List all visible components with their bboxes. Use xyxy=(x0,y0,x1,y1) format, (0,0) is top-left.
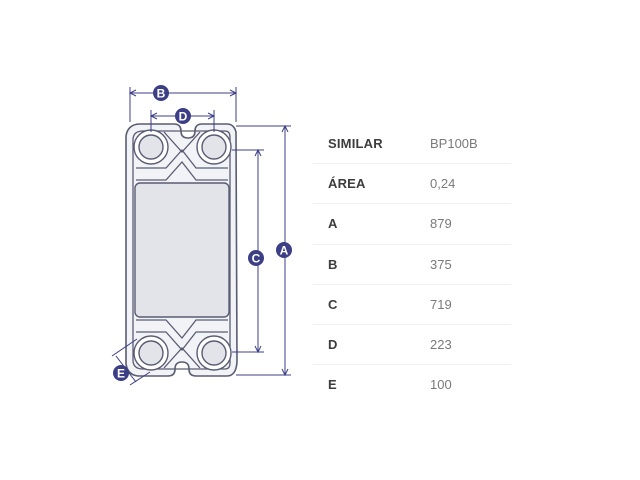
table-row: B 375 xyxy=(313,244,511,285)
spec-key-similar: SIMILAR xyxy=(313,124,430,165)
spec-key-b: B xyxy=(313,244,430,285)
spec-value-similar: BP100B xyxy=(430,124,511,165)
badge-d: D xyxy=(175,108,191,124)
badge-e-label: E xyxy=(117,367,125,381)
dimension-b xyxy=(128,87,238,122)
spec-key-area: ÁREA xyxy=(313,163,430,205)
spec-value-d: 223 xyxy=(430,324,511,366)
port-top-right xyxy=(196,129,232,165)
badge-e: E xyxy=(113,365,129,381)
badge-c-label: C xyxy=(252,252,261,266)
table-row: D 223 xyxy=(313,324,511,366)
table-row: C 719 xyxy=(313,284,511,325)
port-top-left xyxy=(133,129,169,165)
table-row: SIMILAR BP100B xyxy=(313,124,511,165)
spec-value-a: 879 xyxy=(430,203,511,245)
badge-a-label: A xyxy=(280,244,289,258)
gasket-outline xyxy=(132,130,231,370)
table-row: A 879 xyxy=(313,203,511,245)
spec-value-b: 375 xyxy=(430,244,511,285)
bottom-distribution xyxy=(136,319,228,369)
spec-key-d: D xyxy=(313,324,430,366)
badge-a: A xyxy=(276,242,292,258)
spec-value-c: 719 xyxy=(430,284,511,325)
badge-c: C xyxy=(248,250,264,266)
badge-b: B xyxy=(153,85,169,101)
plate-diagram: B D C A E xyxy=(111,85,292,386)
port-bottom-right xyxy=(196,335,232,371)
port-bottom-left xyxy=(133,335,169,371)
heat-transfer-area xyxy=(134,182,230,318)
specs-table: SIMILAR BP100B ÁREA 0,24 A 879 B 375 C 7… xyxy=(313,124,511,404)
table-row: E 100 xyxy=(313,365,511,405)
spec-key-c: C xyxy=(313,284,430,325)
spec-key-a: A xyxy=(313,203,430,245)
badge-d-label: D xyxy=(179,110,188,124)
table-row: ÁREA 0,24 xyxy=(313,163,511,205)
spec-value-area: 0,24 xyxy=(430,163,511,205)
spec-key-e: E xyxy=(328,377,337,393)
top-distribution xyxy=(136,131,228,181)
badge-b-label: B xyxy=(157,87,166,101)
spec-value-e: 100 xyxy=(430,377,452,393)
